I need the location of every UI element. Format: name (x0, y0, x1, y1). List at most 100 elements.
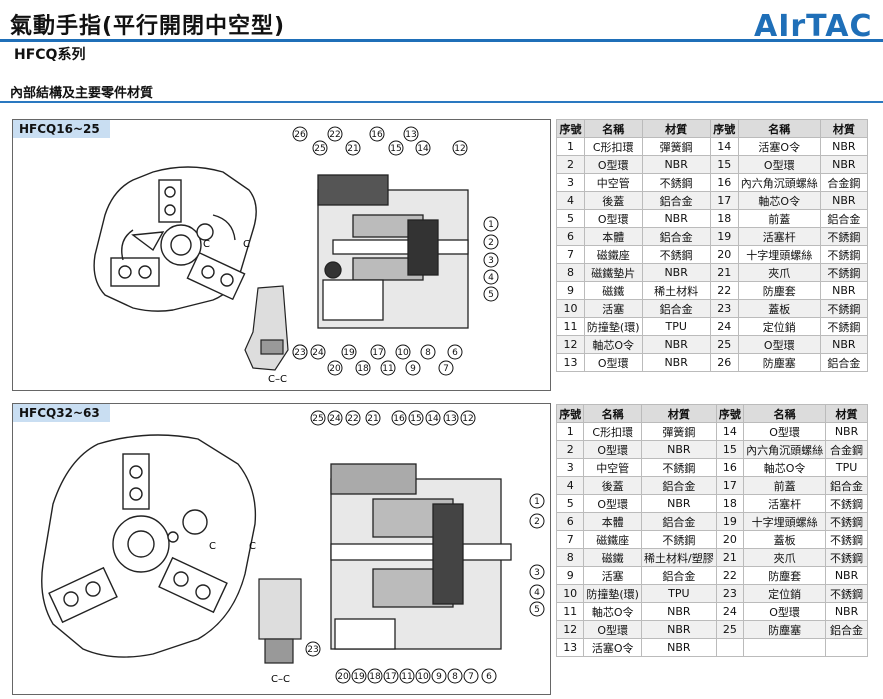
series-label: HFCQ系列 (14, 47, 86, 63)
table-cell: 9 (555, 566, 585, 585)
table-cell: NBR (641, 335, 711, 354)
table-cell: 8 (555, 548, 585, 567)
table-cell: 合金鋼 (819, 173, 869, 192)
table-cell: 不銹鋼 (819, 245, 869, 264)
table-cell: 鋁合金 (641, 227, 711, 246)
table-cell: 防塵套 (743, 566, 827, 585)
table-cell: 防撞墊(環) (583, 584, 642, 603)
table-cell: 定位銷 (737, 317, 821, 336)
svg-text:6: 6 (452, 348, 458, 358)
table-cell: TPU (641, 317, 711, 336)
table-cell: 5 (555, 494, 585, 513)
airtac-logo: AIrTAC (754, 9, 873, 40)
table-cell: 磁鐵墊片 (583, 263, 643, 282)
svg-text:AIrTAC: AIrTAC (754, 9, 873, 40)
table-cell: 鋁合金 (640, 476, 717, 495)
table-cell: 不銹鋼 (825, 494, 868, 513)
svg-text:4: 4 (534, 588, 540, 598)
svg-text:21: 21 (367, 414, 378, 424)
svg-text:19: 19 (353, 672, 365, 682)
table-cell: 12 (556, 335, 585, 354)
table-cell: 不銹鋼 (640, 530, 717, 549)
table-cell: 內六角沉頭螺絲 (743, 440, 827, 459)
svg-text:3: 3 (488, 256, 494, 266)
table-cell: 內六角沉頭螺絲 (737, 173, 821, 192)
table-cell: 蓋板 (737, 299, 821, 318)
table-cell: 11 (556, 317, 585, 336)
svg-text:C: C (243, 239, 250, 250)
svg-text:C: C (249, 541, 256, 552)
section-underline (0, 101, 883, 103)
table-cell: O型環 (737, 335, 821, 354)
svg-text:13: 13 (405, 130, 416, 140)
table-cell: 22 (709, 281, 739, 300)
table-cell: 22 (715, 566, 745, 585)
table-cell: 合金鋼 (825, 440, 868, 459)
table-cell: NBR (640, 494, 717, 513)
svg-text:8: 8 (425, 348, 431, 358)
table-cell: O型環 (743, 602, 827, 621)
table-cell: 軸芯O令 (583, 602, 642, 621)
table-cell: 23 (709, 299, 739, 318)
svg-text:14: 14 (417, 144, 429, 154)
svg-text:12: 12 (462, 414, 473, 424)
svg-text:24: 24 (329, 414, 341, 424)
table-cell: 1 (555, 422, 585, 441)
table-cell: 12 (555, 620, 585, 639)
svg-text:6: 6 (486, 672, 492, 682)
table-cell: O型環 (583, 209, 643, 228)
table-header-row: 序號 名稱 材質 序號 名稱 材質 (555, 404, 868, 423)
table-cell: NBR (641, 155, 711, 174)
table-cell: 不銹鋼 (819, 317, 869, 336)
svg-text:16: 16 (393, 414, 405, 424)
table-cell: 防塵塞 (737, 353, 821, 372)
table-cell: 2 (556, 155, 585, 174)
table-cell: NBR (640, 620, 717, 639)
svg-text:1: 1 (488, 220, 494, 230)
table-cell: 8 (556, 263, 585, 282)
table-cell: 10 (555, 584, 585, 603)
table-cell: 不銹鋼 (825, 512, 868, 531)
svg-text:16: 16 (371, 130, 383, 140)
table-cell: 17 (715, 476, 745, 495)
svg-text:8: 8 (452, 672, 458, 682)
table-cell: NBR (825, 422, 868, 441)
svg-text:24: 24 (312, 348, 324, 358)
svg-text:14: 14 (427, 414, 439, 424)
table-cell: 6 (555, 512, 585, 531)
svg-text:23: 23 (307, 645, 318, 655)
table-cell: 25 (715, 620, 745, 639)
table-cell: NBR (640, 638, 717, 657)
table-cell: 不銹鋼 (825, 584, 868, 603)
table-cell: NBR (819, 335, 869, 354)
table-cell: C形扣環 (583, 137, 643, 156)
table-cell: 鋁合金 (641, 191, 711, 210)
table-cell: 活塞O令 (583, 638, 642, 657)
svg-text:3: 3 (534, 568, 540, 578)
table-cell: 不銹鋼 (641, 245, 711, 264)
table-cell: 6 (556, 227, 585, 246)
table-cell: 中空管 (583, 173, 643, 192)
svg-text:12: 12 (454, 144, 465, 154)
diagram-panel-1: HFCQ16~25 C C C–C (12, 119, 551, 391)
table-cell: O型環 (583, 353, 643, 372)
table-cell: 鋁合金 (825, 620, 868, 639)
table-cell: 16 (709, 173, 739, 192)
panel-1-label: HFCQ16~25 (13, 120, 110, 138)
table-cell: 25 (709, 335, 739, 354)
svg-text:17: 17 (385, 672, 396, 682)
table-cell: 9 (556, 281, 585, 300)
svg-text:4: 4 (488, 273, 494, 283)
svg-text:25: 25 (314, 144, 325, 154)
svg-text:20: 20 (329, 364, 341, 374)
